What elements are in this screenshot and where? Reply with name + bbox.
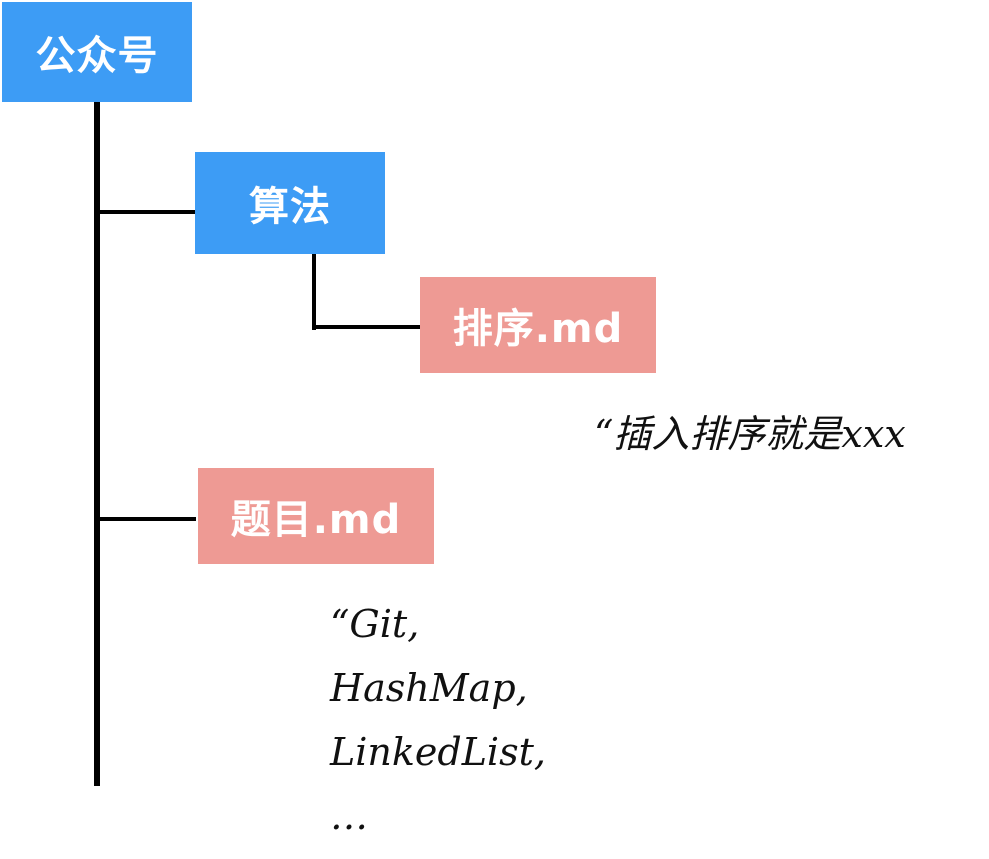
file-node-sort[interactable]: 排序.md (420, 277, 656, 373)
topics-note-line-3: LinkedList, (330, 730, 546, 774)
sub-trunk-line (312, 254, 316, 330)
branch-line-folder (100, 210, 204, 214)
root-node[interactable]: 公众号 (2, 2, 192, 102)
topics-note-line-4: … (330, 794, 368, 838)
file-node-topics[interactable]: 题目.md (198, 468, 434, 564)
root-node-label: 公众号 (35, 33, 159, 79)
topics-note-line-2: HashMap, (330, 666, 528, 710)
file-node-sort-label: 排序.md (452, 306, 624, 352)
branch-line-sort (312, 325, 420, 329)
branch-line-topics (100, 517, 196, 521)
folder-node-algorithm[interactable]: 算法 (195, 152, 385, 254)
folder-node-label: 算法 (249, 184, 331, 230)
sort-note: “插入排序就是xxx (594, 402, 906, 466)
topics-note-line-1: “Git, (330, 602, 420, 646)
sort-note-text: “插入排序就是xxx (594, 412, 906, 456)
trunk-line (94, 102, 100, 786)
topics-note: “Git, HashMap, LinkedList, … (330, 592, 546, 848)
file-node-topics-label: 题目.md (230, 497, 402, 543)
